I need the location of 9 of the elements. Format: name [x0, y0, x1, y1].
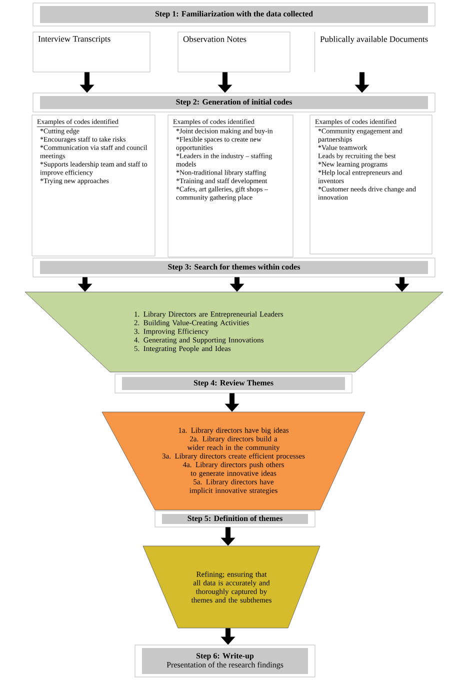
step-banner: Step 2: Generation of initial codes [32, 92, 436, 112]
step-banner: Step 5: Definition of themes [154, 510, 316, 528]
source-box: Interview Transcripts [32, 32, 150, 72]
step-banner: Step 1: Familiarization with the data collected [32, 2, 436, 26]
step-banner: Step 4: Review Themes [114, 374, 352, 394]
step-banner: Step 3: Search for themes within codes [32, 258, 436, 278]
source-box: Publically available Documents [314, 32, 435, 72]
step-banner: Step 6: Write-up Presentation of the research findings [134, 644, 316, 678]
source-box: Observation Notes [178, 32, 290, 72]
